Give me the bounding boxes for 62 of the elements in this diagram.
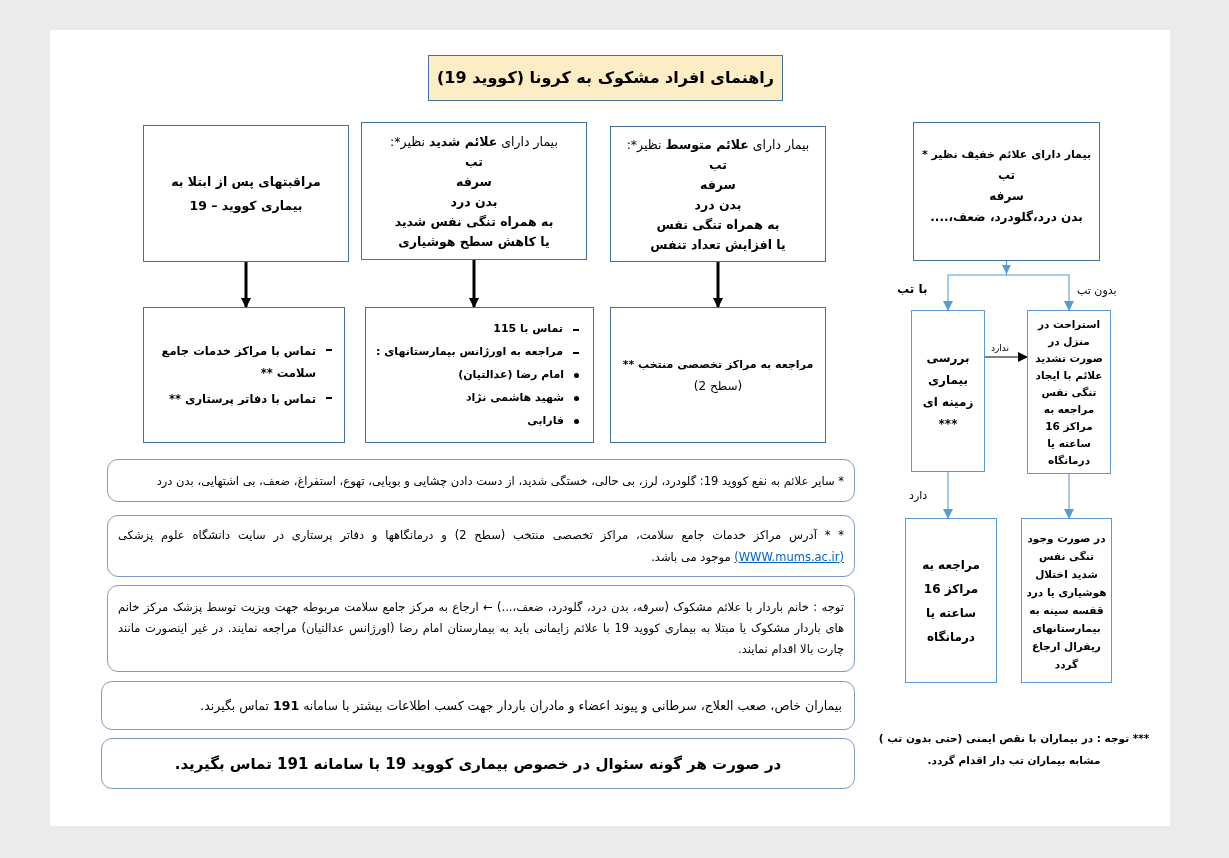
symptom-box bbox=[361, 122, 587, 260]
symptom-text: تب bbox=[465, 152, 483, 171]
arrow bbox=[713, 262, 723, 308]
symptom-text: سرفه bbox=[700, 175, 736, 194]
note-box bbox=[107, 459, 855, 502]
symptom-text: به همراه تنگی نفس bbox=[656, 215, 780, 234]
action-box bbox=[143, 307, 345, 443]
arrow bbox=[943, 260, 1008, 311]
symptom-box bbox=[610, 126, 826, 262]
list-item: تماس با مراکز خدمات جامع سلامت ** bbox=[160, 343, 316, 382]
action-box bbox=[905, 518, 997, 683]
box-text: استراحت در منزل در صورت تشدید علائم با ایجاد تنگی نفس مراجعه به مراکز 16 ساعته یا درمانگاه bbox=[1034, 316, 1104, 469]
box-text: در صورت وجود تنگی نفس شدید اختلال هوشیاری یا درد قفسه سینه به بیمارستانهای ریفرال ارجاع گردد bbox=[1025, 530, 1108, 673]
list-item: مراجعه به اورژانس بیمارستانهای : bbox=[376, 344, 563, 360]
list-item: فارابی bbox=[527, 413, 564, 429]
symptom-text: یا افزایش تعداد تنفس bbox=[650, 235, 786, 254]
list-item: امام رضا (عدالتیان) bbox=[458, 367, 564, 383]
action-box bbox=[610, 307, 826, 443]
title: راهنمای افراد مشکوک به کرونا (کووید 19) bbox=[428, 55, 783, 101]
arrow bbox=[469, 260, 479, 308]
symptom-text: سرفه bbox=[456, 172, 492, 191]
symptom-text: سرفه bbox=[989, 187, 1024, 205]
arrow bbox=[241, 262, 251, 308]
link: (WWW.mums.ac.ir) bbox=[734, 550, 844, 564]
arrow bbox=[984, 352, 1028, 362]
box-text: مراجعه به مراکز 16 ساعته یا درمانگاه bbox=[921, 556, 981, 646]
symptom-text: به همراه تنگی نفس شدید bbox=[394, 212, 554, 231]
note-text: در صورت هر گونه سئوال در خصوص بیماری کووید 19 با سامانه 191 تماس بگیرید. bbox=[173, 753, 783, 775]
note-box bbox=[107, 585, 855, 672]
check-box bbox=[911, 310, 985, 472]
box-text: مراجعه به مراکز تخصصی منتخب ** bbox=[622, 357, 814, 373]
arrow bbox=[943, 471, 953, 519]
box-text: مراقبتهای پس از ابتلا به بیماری کووید – 19 bbox=[170, 172, 322, 215]
box-heading: بیمار دارای علائم شدید نظیر*: bbox=[390, 132, 558, 152]
note-text: * سایر علائم به نفع کووید 19: گلودرد، لرز، بی حالی، خستگی شدید، از دست دادن چشایی و بویایی، تهوع، استفراغ، ضعف، بی اشتهایی، بدن درد bbox=[155, 472, 844, 490]
note-text: توجه : خانم باردار با علائم مشکوک (سرفه، بدن درد، گلودرد، ضعف،...) ← ارجاع به مرکز جامع سلامت مربوطه جهت ویزیت توسط پزشک مرکز خانم های باردار مشکوک یا مبتلا به بیماری کووید 19 با علائم زایمانی باید به بیمارستان امام رضا (اورژانس عدالتیان) مراجعه نمایند. در غیر اینصورت مانند چارت بالا اقدام نمایند. bbox=[118, 599, 844, 658]
footnote: *** توجه : در بیماران با نقص ایمنی (حتی بدون تب ) مشابه بیماران تب دار اقدام گردد. bbox=[877, 731, 1151, 769]
list-item: تماس با 115 bbox=[493, 321, 563, 337]
edge-label: با تب bbox=[897, 282, 928, 296]
box-heading: بیمار دارای علائم متوسط نظیر*: bbox=[626, 135, 810, 154]
edge-label: ندارد bbox=[991, 341, 1010, 355]
symptom-text: تب bbox=[709, 155, 727, 174]
symptom-box bbox=[913, 122, 1100, 261]
symptom-text: بدن درد bbox=[694, 195, 742, 214]
action-box bbox=[1021, 518, 1112, 683]
edge-label: دارد bbox=[909, 489, 928, 503]
action-box bbox=[1027, 310, 1111, 474]
symptom-text: بدن درد bbox=[450, 192, 498, 211]
care-box bbox=[143, 125, 349, 262]
box-text: بررسی بیماری زمینه ای *** bbox=[921, 350, 975, 433]
note-box bbox=[101, 738, 855, 789]
note-box bbox=[107, 515, 855, 577]
note-box bbox=[101, 681, 855, 730]
arrow bbox=[1064, 473, 1074, 519]
list-item: شهید هاشمی نژاد bbox=[465, 390, 564, 406]
action-box bbox=[365, 307, 594, 443]
symptom-text: بدن درد،گلودرد، ضعف،.... bbox=[930, 208, 1083, 227]
symptom-text: یا کاهش سطح هوشیاری bbox=[398, 232, 550, 251]
symptom-text: تب bbox=[997, 166, 1016, 184]
box-text: (سطح 2) bbox=[693, 378, 743, 395]
list-item: تماس با دفاتر پرستاری ** bbox=[168, 391, 316, 408]
box-heading: بیمار دارای علائم خفیف نظیر * bbox=[921, 146, 1092, 163]
